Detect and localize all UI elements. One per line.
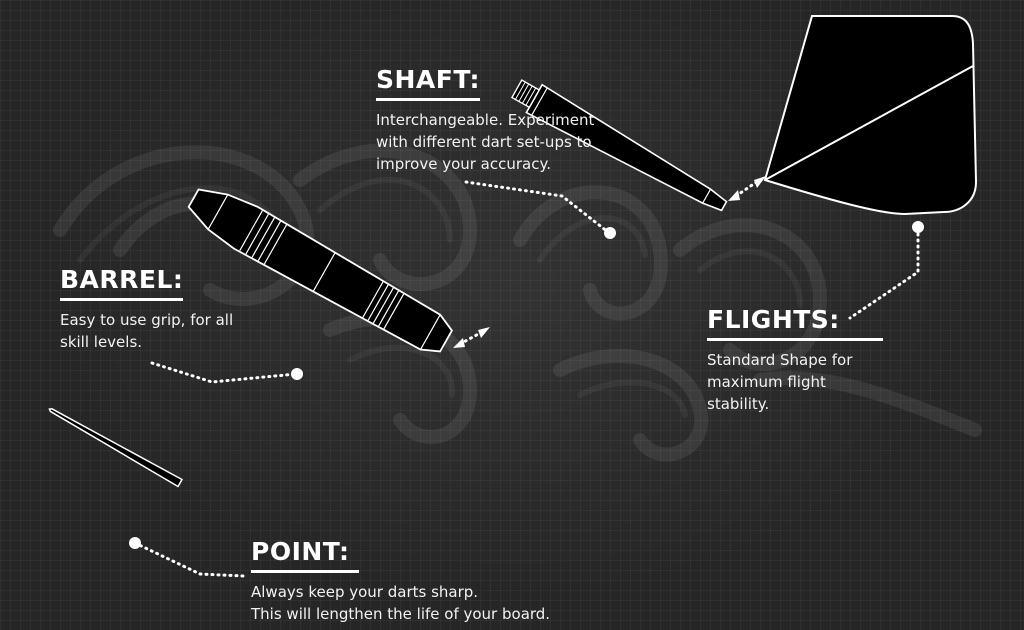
barrel-title: BARREL: — [60, 266, 184, 301]
barrel-callout: BARREL: Easy to use grip, for all skill … — [60, 266, 234, 353]
shaft-description-line: Interchangeable. Experiment — [376, 111, 595, 129]
point-leader-dot — [129, 537, 141, 549]
shaft-leader — [464, 180, 610, 234]
shaft-description-line: with different dart set-ups to — [376, 133, 592, 151]
dart-point — [48, 408, 183, 488]
flights-description: Standard Shape for maximum flight stabil… — [707, 349, 883, 415]
shaft-description-line: improve your accuracy. — [376, 155, 551, 173]
arrow-shaft-end-icon — [728, 190, 740, 201]
point-description: Always keep your darts sharp. This will … — [251, 581, 551, 625]
flights-leader — [848, 226, 920, 320]
dart-flight — [763, 15, 978, 216]
barrel-description-line: Easy to use grip, for all — [60, 311, 234, 329]
dart-barrel — [187, 188, 453, 353]
dart-shaft — [510, 79, 728, 212]
flights-callout: FLIGHTS: Standard Shape for maximum flig… — [707, 306, 883, 415]
point-description-line: This will lengthen the life of your boar… — [251, 605, 551, 623]
shaft-callout: SHAFT: Interchangeable. Experiment with … — [376, 66, 595, 175]
flights-leader-dot — [912, 221, 924, 233]
leader-lines — [133, 179, 920, 578]
barrel-description-line: skill levels. — [60, 333, 143, 351]
arrow-barrel-end-icon — [453, 338, 465, 348]
shaft-leader-dot — [604, 227, 616, 239]
point-callout: POINT: Always keep your darts sharp. Thi… — [251, 538, 551, 625]
flights-title: FLIGHTS: — [707, 306, 883, 341]
shaft-barrel-connector — [458, 330, 484, 346]
barrel-leader-dot — [291, 368, 303, 380]
barrel-description: Easy to use grip, for all skill levels. — [60, 309, 234, 353]
connector-arrows — [453, 176, 766, 348]
background-swirl-art-inner — [77, 177, 803, 418]
arrow-shaft-start-icon — [478, 327, 490, 338]
barrel-leader — [150, 361, 298, 384]
leader-dots — [129, 221, 924, 549]
flights-description-line: Standard Shape for — [707, 351, 853, 369]
point-leader — [133, 541, 246, 578]
point-description-line: Always keep your darts sharp. — [251, 583, 479, 601]
flight-shaft-connector — [734, 179, 760, 198]
flights-description-line: maximum flight — [707, 373, 826, 391]
arrow-flight-end-icon — [754, 176, 766, 188]
shaft-description: Interchangeable. Experiment with differe… — [376, 109, 595, 175]
point-title: POINT: — [251, 538, 359, 573]
shaft-title: SHAFT: — [376, 66, 481, 101]
flights-description-line: stability. — [707, 395, 770, 413]
